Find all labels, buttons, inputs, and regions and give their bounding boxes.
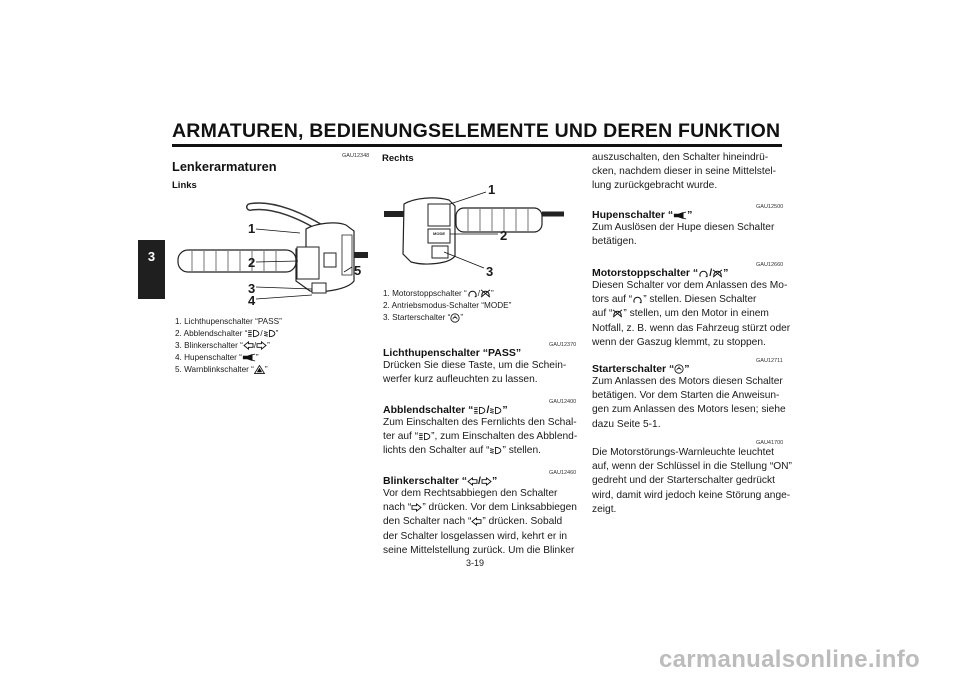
starter-heading: Starterschalter “”	[592, 363, 690, 375]
low-beam-icon	[489, 446, 502, 455]
turn-left-icon	[467, 477, 478, 486]
turn-right-icon	[481, 477, 492, 486]
starter-icon	[450, 313, 460, 323]
ref-code: GAU12500	[756, 204, 784, 210]
stop-text: Diesen Schalter vor dem Anlassen des Mo-…	[592, 280, 791, 348]
continuation-text: auszuschalten, den Schalter hineindrü-ck…	[592, 152, 777, 192]
horn-section: Hupenschalter “” Zum Auslösen der Hupe d…	[592, 209, 774, 249]
run-icon	[698, 269, 709, 278]
caption-item: 5. Warnblinkschalter “”	[175, 365, 268, 374]
pass-section: Lichthupenschalter “PASS” Drücken Sie di…	[383, 347, 566, 387]
dimmer-heading: Abblendschalter “/”	[383, 404, 508, 416]
engine-stop-icon	[612, 309, 623, 318]
horn-icon	[673, 211, 687, 220]
callout-1: 1	[488, 182, 496, 197]
horn-icon	[242, 353, 256, 362]
ref-code: GAU12460	[549, 470, 577, 476]
stop-heading: Motorstoppschalter “/”	[592, 267, 729, 279]
pass-heading: Lichthupenschalter “PASS”	[383, 347, 522, 359]
high-beam-icon	[247, 329, 260, 338]
callout-1: 1	[248, 221, 256, 236]
starter-icon	[674, 364, 684, 374]
turn-section: Blinkerschalter “/” Vor dem Rechtsabbieg…	[383, 475, 577, 558]
starter-section: Starterschalter “” Zum Anlassen des Moto…	[592, 363, 786, 432]
callout-2: 2	[500, 228, 508, 243]
engine-stop-icon	[712, 269, 723, 278]
turn-right-icon	[256, 341, 267, 350]
section-heading: Lenkerarmaturen	[172, 159, 277, 174]
caption-item: 1. Motorstoppschalter “/”	[383, 289, 494, 298]
low-beam-icon	[263, 329, 276, 338]
dimmer-text: Zum Einschalten des Fernlichts den Schal…	[383, 417, 578, 457]
ref-code: GAU12348	[342, 153, 370, 159]
right-handlebar-illustration: MODE 1 2 3	[384, 174, 564, 284]
watermark: carmanualsonline.info	[658, 646, 920, 673]
ref-code: GAU41700	[756, 440, 784, 446]
low-beam-icon	[489, 406, 502, 415]
title-rule	[172, 144, 782, 147]
subheading-links: Links	[172, 180, 197, 191]
callout-3: 3	[248, 281, 256, 296]
stop-section: Motorstoppschalter “/” Diesen Schalter v…	[592, 267, 790, 350]
high-beam-icon	[473, 406, 486, 415]
chapter-tab: 3	[138, 240, 165, 299]
hazard-icon	[254, 365, 265, 374]
page-number: 3-19	[466, 558, 485, 568]
horn-heading: Hupenschalter “”	[592, 209, 693, 221]
caption-item: 3. Starterschalter “”	[383, 313, 464, 323]
caption-list-right: 1. Motorstoppschalter “/” 2. Antriebsmod…	[383, 288, 511, 324]
turn-left-icon	[471, 517, 482, 526]
left-handlebar-illustration: 1 2 3 4 5	[172, 195, 368, 308]
engine-stop-icon	[480, 289, 491, 298]
ref-code: GAU12370	[549, 342, 577, 348]
turn-text: Vor dem Rechtsabbiegen den Schalter nach…	[383, 488, 577, 556]
run-icon	[467, 289, 478, 298]
caption-item: 4. Hupenschalter “”	[175, 353, 259, 362]
turn-right-icon	[411, 503, 422, 512]
run-icon	[632, 295, 643, 304]
ref-code: GAU12660	[756, 262, 784, 268]
callout-5: 5	[354, 263, 362, 278]
turn-heading: Blinkerschalter “/”	[383, 475, 498, 487]
page-title: ARMATUREN, BEDIENUNGSELEMENTE UND DEREN …	[172, 120, 781, 142]
caption-item: 3. Blinkerschalter “/”	[175, 341, 270, 350]
ref-code: GAU12400	[549, 399, 577, 405]
mode-label: MODE	[433, 231, 445, 236]
callout-4: 4	[248, 293, 256, 308]
ref-code: GAU12711	[756, 358, 783, 364]
caption-list-left: 1. Lichthupenschalter “PASS” 2. Abblends…	[175, 316, 282, 376]
callout-3: 3	[486, 264, 494, 279]
turn-left-icon	[243, 341, 254, 350]
high-beam-icon	[418, 432, 431, 441]
pass-text: Drücken Sie diese Taste, um die Schein-w…	[383, 360, 567, 386]
caption-item: 2. Antriebsmodus-Schalter “MODE”	[383, 301, 512, 310]
caption-item: 1. Lichthupenschalter “PASS”	[175, 317, 282, 326]
caption-item: 2. Abblendschalter “/”	[175, 329, 279, 338]
subheading-rechts: Rechts	[382, 153, 414, 164]
dimmer-section: Abblendschalter “/” Zum Einschalten des …	[383, 404, 577, 459]
callout-2: 2	[248, 255, 256, 270]
